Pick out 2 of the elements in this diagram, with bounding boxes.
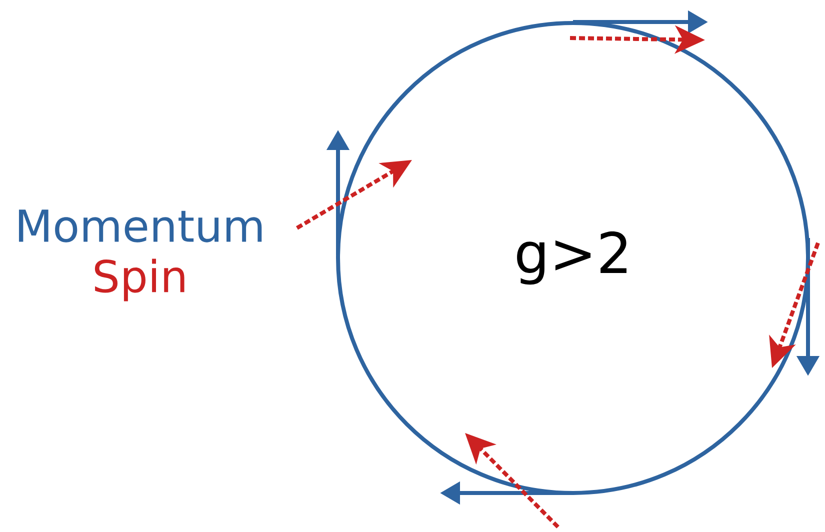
label-text: Momentum xyxy=(18,210,262,242)
label-text: Spin xyxy=(94,258,184,302)
